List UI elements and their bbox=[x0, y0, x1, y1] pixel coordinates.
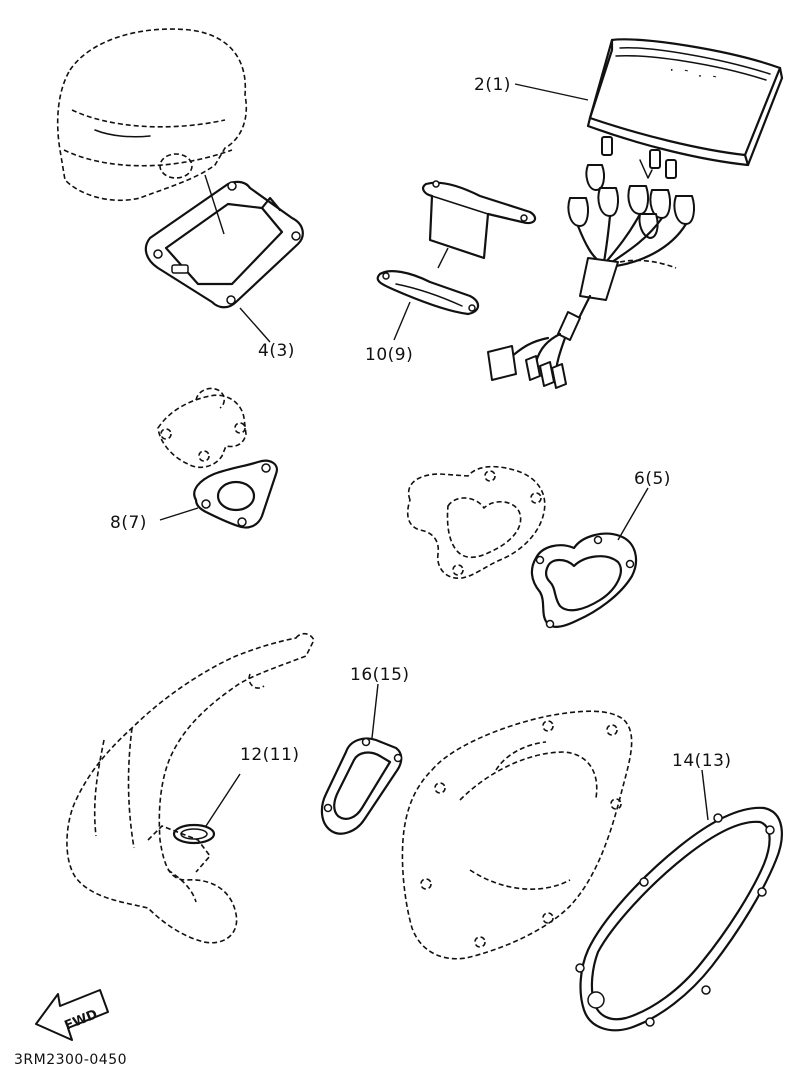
cylinder-part bbox=[56, 28, 248, 202]
water-pump-gasket bbox=[530, 532, 638, 629]
reed-valve-part bbox=[422, 180, 537, 260]
leader-cylinder-gasket bbox=[239, 307, 271, 343]
crankcase-cover-gasket bbox=[575, 806, 783, 1032]
callout-reed-gasket: 10(9) bbox=[365, 345, 413, 365]
exhaust-gasket bbox=[172, 823, 216, 845]
leader-exhaust-gasket bbox=[205, 773, 241, 827]
leader-pump-gasket bbox=[617, 487, 649, 541]
callout-cylinder-gasket: 4(3) bbox=[258, 341, 295, 361]
water-pump-cover-part bbox=[406, 465, 546, 579]
cylinder-base-gasket bbox=[144, 180, 304, 309]
meter-part: . - . - bbox=[586, 38, 784, 179]
leader-meter bbox=[514, 83, 589, 101]
leader-reed-top bbox=[437, 247, 449, 269]
reed-valve-gasket bbox=[376, 270, 480, 316]
callout-meter: 2(1) bbox=[474, 75, 511, 95]
callout-crankcase-gasket: 14(13) bbox=[672, 751, 732, 771]
leader-reed-gasket bbox=[393, 301, 411, 341]
diagram-code: 3RM2300-0450 bbox=[14, 1052, 127, 1068]
callout-exhaust-gasket: 12(11) bbox=[240, 745, 300, 765]
exhaust-pipe-part bbox=[66, 632, 315, 944]
thermostat-gasket bbox=[193, 459, 278, 529]
callout-clutch-gasket: 16(15) bbox=[350, 665, 410, 685]
leader-thermo-gasket bbox=[159, 507, 199, 521]
leader-cylinder bbox=[204, 174, 225, 235]
thermostat-cover-part bbox=[157, 387, 247, 469]
callout-pump-gasket: 6(5) bbox=[634, 469, 671, 489]
leader-crankcase-gasket bbox=[701, 769, 709, 821]
meter-wiring-harness bbox=[487, 164, 695, 389]
leader-clutch-gasket bbox=[371, 683, 379, 739]
crankcase-cover-part bbox=[401, 710, 633, 960]
clutch-cover-gasket bbox=[320, 737, 403, 835]
callout-thermo-gasket: 8(7) bbox=[110, 513, 147, 533]
fwd-arrow-icon: FWD bbox=[35, 989, 109, 1041]
